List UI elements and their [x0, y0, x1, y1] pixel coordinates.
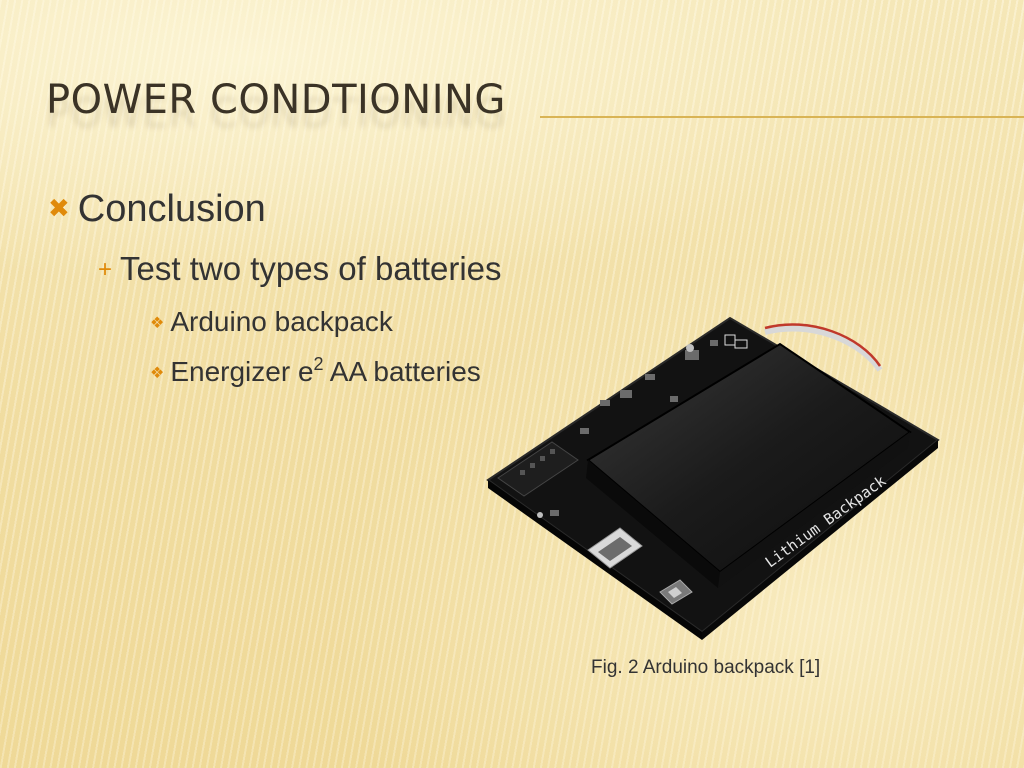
- bullet-superscript: 2: [313, 354, 324, 374]
- bullet-text-pre: Energizer e: [170, 356, 314, 387]
- diamond-bullet-icon: ❖: [150, 315, 165, 332]
- silkscreen-marks: [537, 334, 748, 518]
- bullet-level3-a: ❖ Arduino backpack: [150, 306, 393, 338]
- x-bullet-icon: ✖: [48, 193, 70, 223]
- plus-bullet-icon: +: [98, 256, 113, 283]
- arduino-backpack-photo: Lithium Backpack: [486, 316, 940, 640]
- bullet-level2: + Test two types of batteries: [98, 250, 502, 288]
- slide-title: POWER CONDTIONING: [46, 77, 506, 123]
- header-connector: [497, 441, 579, 497]
- bullet-text: Arduino backpack: [170, 306, 393, 337]
- figure-caption: Fig. 2 Arduino backpack [1]: [591, 657, 821, 678]
- bullet-text-post: AA batteries: [323, 356, 481, 387]
- bullet-level3-b: ❖ Energizer e2 AA batteries: [150, 354, 481, 388]
- bullet-text: Conclusion: [77, 188, 266, 230]
- title-rule: [540, 116, 1024, 118]
- diamond-bullet-icon: ❖: [150, 365, 165, 382]
- bullet-text: Test two types of batteries: [120, 250, 502, 287]
- smd-components: [550, 340, 718, 516]
- bullet-level1: ✖Conclusion: [48, 188, 266, 231]
- battery-wires: [764, 325, 883, 372]
